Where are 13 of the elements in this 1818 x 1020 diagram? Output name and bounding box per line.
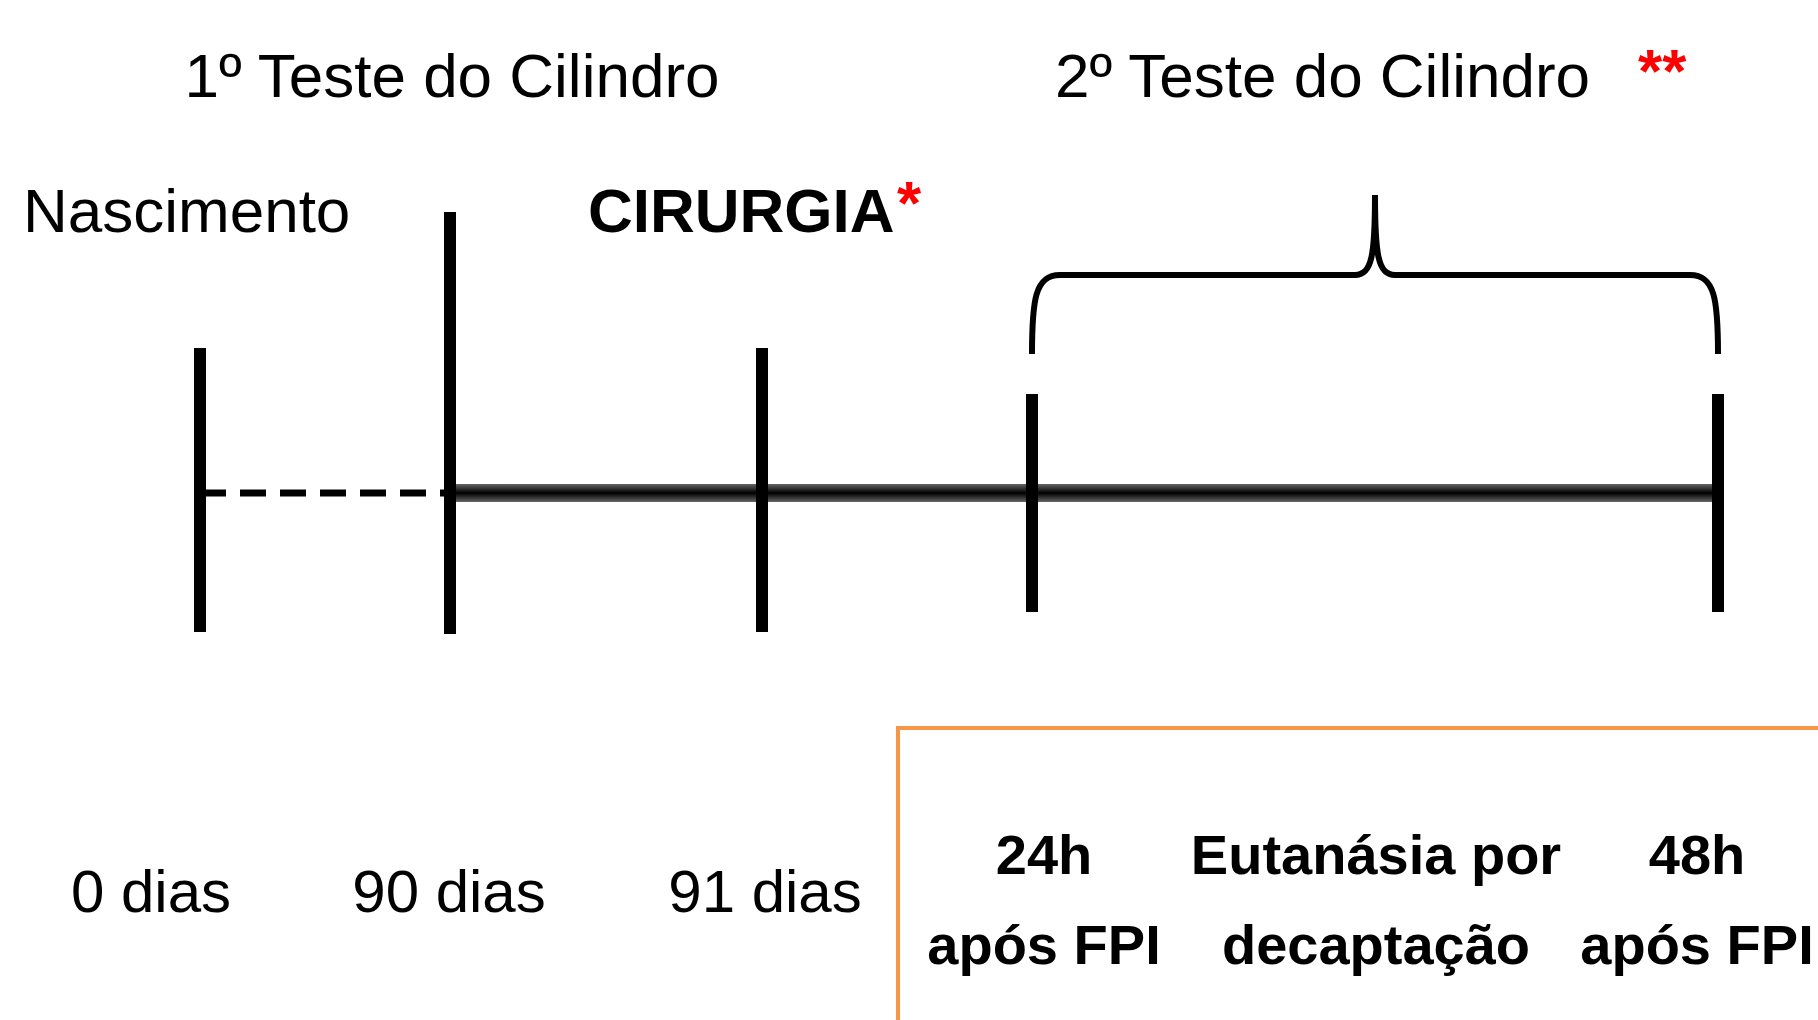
event-text: 48h após FPI <box>1580 822 1814 978</box>
time-label: 91 dias <box>668 862 862 922</box>
time-label: 90 dias <box>352 862 546 922</box>
event-text: Eutanásia por decaptação <box>1190 822 1562 978</box>
event-label: Nascimento <box>23 180 351 242</box>
event-label: CIRURGIA <box>588 180 895 242</box>
asterisk-mark: ** <box>1638 40 1687 102</box>
asterisk-mark: * <box>897 172 922 234</box>
event-text: 24h após FPI <box>927 822 1161 978</box>
heading: 1º Teste do Cilindro <box>184 45 720 107</box>
text-box <box>896 726 1818 1020</box>
time-label: 0 dias <box>70 862 232 922</box>
heading: 2º Teste do Cilindro <box>1055 45 1591 107</box>
